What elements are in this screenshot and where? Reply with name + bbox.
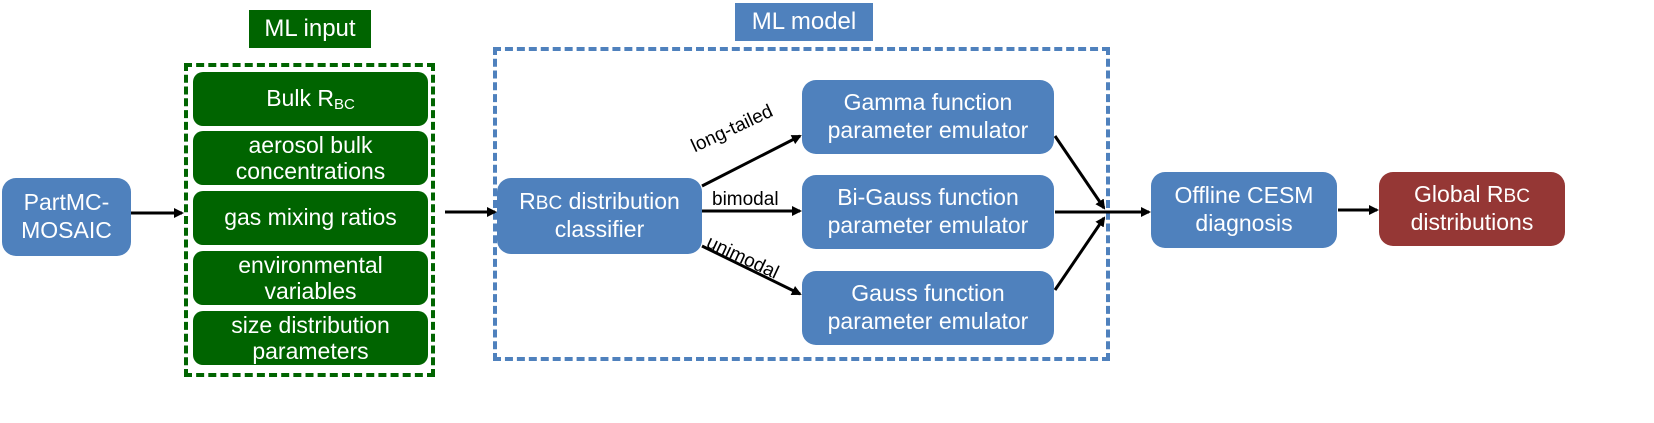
- classifier-r: R: [519, 188, 536, 215]
- input-aerosol-concentrations: aerosol bulk concentrations: [193, 131, 428, 185]
- arrow-gamma-to-merge: [1053, 135, 1106, 210]
- arrow-classifier-to-gauss: [701, 244, 802, 296]
- gamma-function-emulator: Gamma function parameter emulator: [802, 80, 1054, 154]
- input-gas-mixing-ratios: gas mixing ratios: [193, 191, 428, 245]
- partmc-mosaic-node: PartMC- MOSAIC: [2, 178, 131, 256]
- global-subscript: BC: [1503, 186, 1530, 208]
- ml-model-title: ML model: [735, 3, 873, 41]
- edge-label-bimodal: bimodal: [712, 189, 779, 210]
- ml-input-frame: [184, 63, 435, 377]
- classifier-subscript: BC: [535, 193, 563, 215]
- input-size-distribution-parameters: size distribution parameters: [193, 311, 428, 365]
- arrow-classifier-to-gamma: [701, 134, 802, 188]
- rbc-distribution-classifier: RBC distribution classifier: [497, 178, 702, 254]
- bigauss-function-emulator: Bi-Gauss function parameter emulator: [802, 175, 1054, 249]
- bulk-r-label: Bulk R: [266, 85, 334, 112]
- global-label-pre: Global R: [1414, 181, 1504, 208]
- global-label-post: distributions: [1410, 209, 1534, 236]
- input-environmental-variables: environmental variables: [193, 251, 428, 305]
- offline-cesm-diagnosis: Offline CESM diagnosis: [1151, 172, 1337, 248]
- bulk-r-subscript: BC: [333, 96, 355, 113]
- gauss-function-emulator: Gauss function parameter emulator: [802, 271, 1054, 345]
- arrow-gauss-to-merge: [1053, 216, 1106, 291]
- ml-input-title: ML input: [249, 10, 371, 48]
- global-rbc-distributions: Global RBC distributions: [1379, 172, 1565, 246]
- classifier-label: distribution classifier: [554, 188, 680, 243]
- ml-model-frame: [493, 47, 1110, 361]
